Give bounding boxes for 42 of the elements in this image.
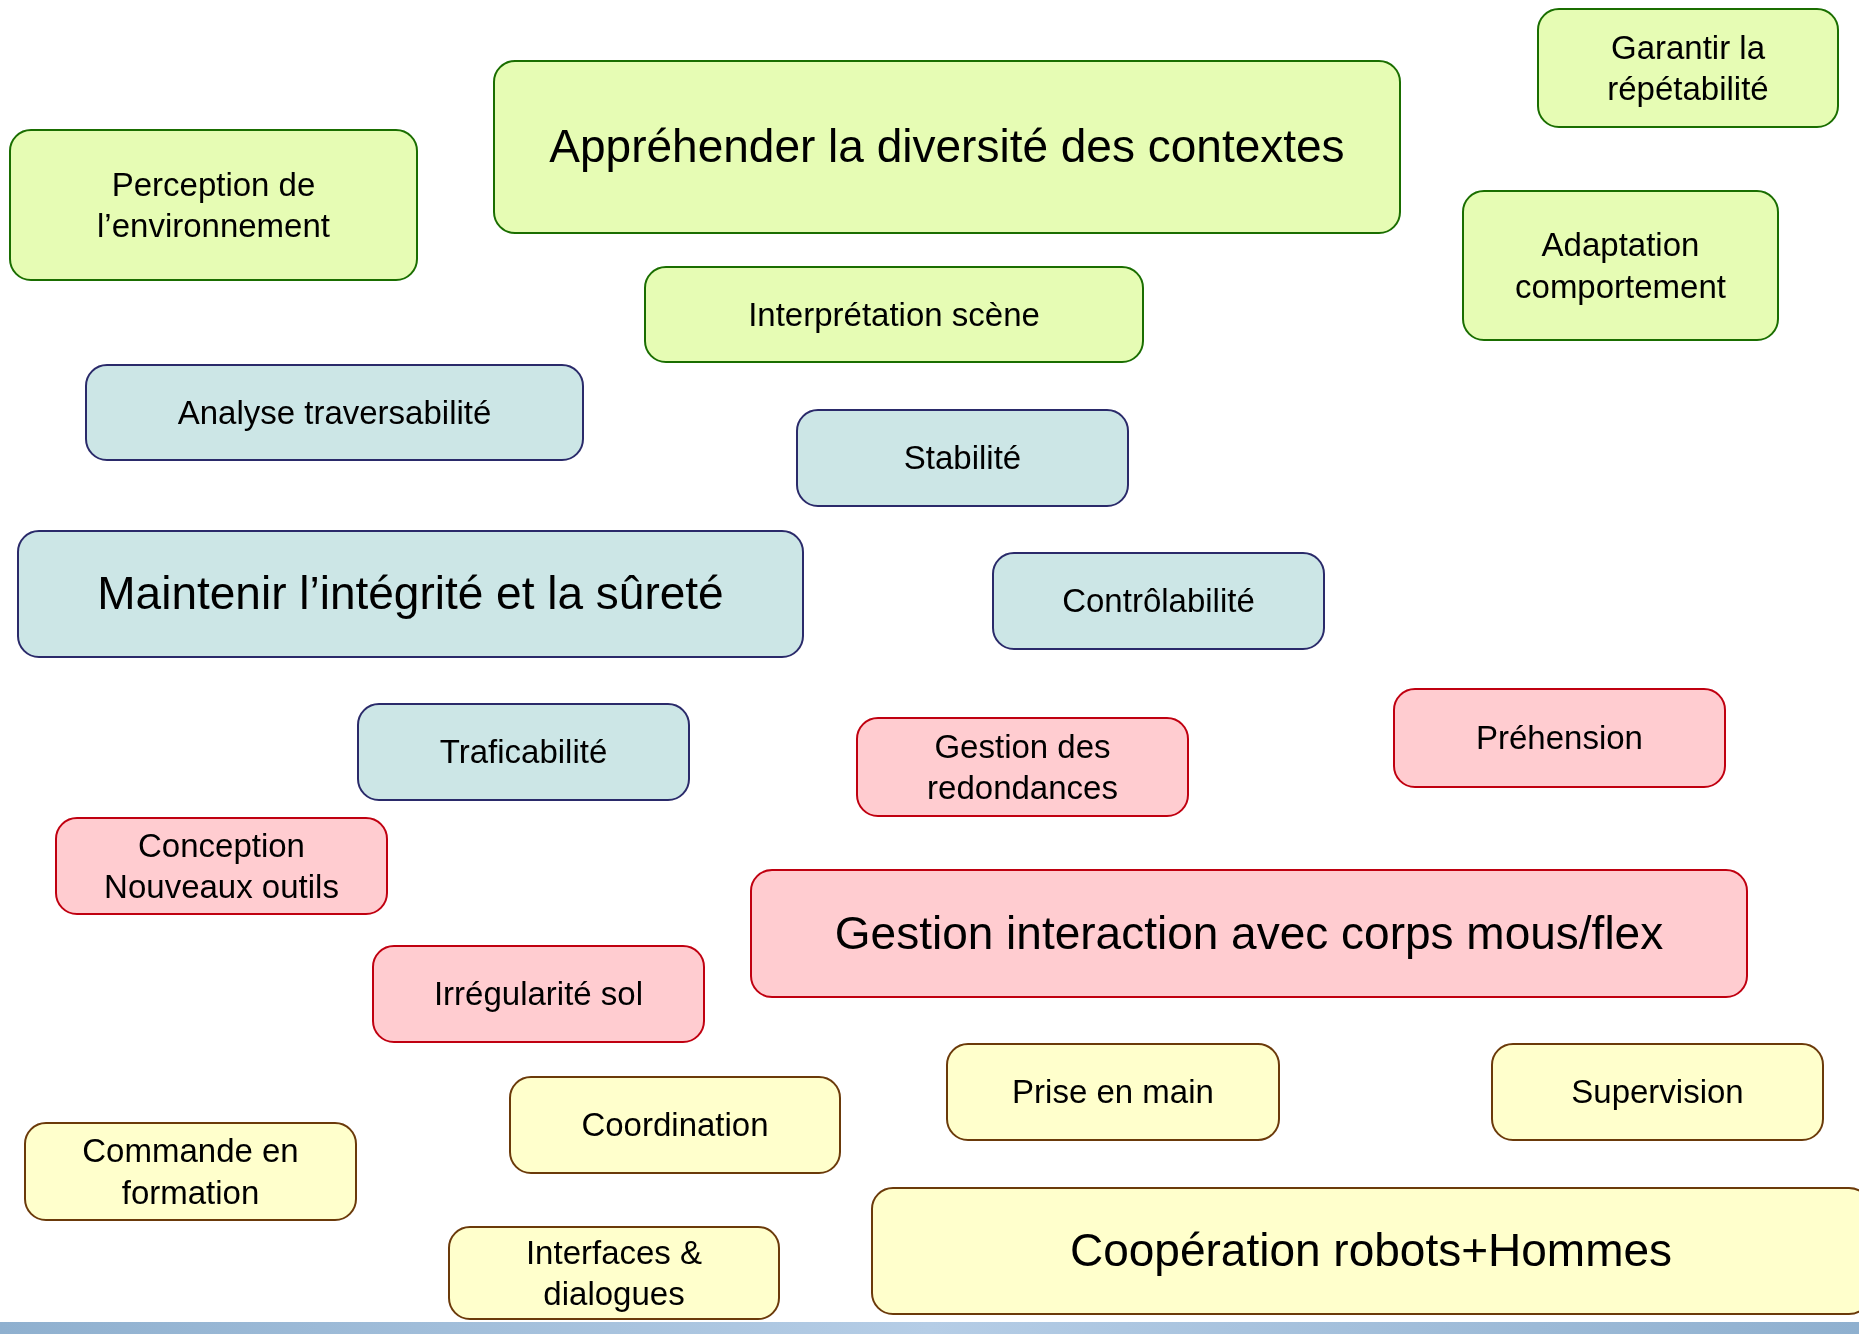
box-text: Coordination [581, 1105, 769, 1146]
box-text: Irrégularité sol [433, 974, 644, 1015]
box-text: Perception de l’environnement [96, 164, 331, 246]
box-text: Coopération robots+Hommes [1069, 1223, 1673, 1279]
rounded-box [17, 530, 804, 658]
box-text: Interfaces & dialogues [524, 1232, 704, 1314]
box-text: Analyse traversabilité [177, 392, 492, 433]
box-text: Contrôlabilité [1062, 581, 1255, 622]
rounded-box [1462, 190, 1779, 341]
rounded-box [1393, 688, 1726, 788]
rounded-box [871, 1187, 1859, 1315]
rounded-box [509, 1076, 841, 1174]
box-text: Commande en formation [81, 1131, 300, 1213]
rounded-box [357, 703, 690, 801]
rounded-box [372, 945, 705, 1043]
rounded-box [750, 869, 1748, 998]
rounded-box [1537, 8, 1839, 128]
rounded-box [448, 1226, 780, 1320]
box-text: Appréhender la diversité des contextes [549, 119, 1345, 175]
box-text: Maintenir l’intégrité et la sûreté [97, 566, 724, 622]
rounded-box [9, 129, 418, 281]
rounded-box [24, 1122, 357, 1221]
box-text: Stabilité [903, 438, 1022, 479]
rounded-box [992, 552, 1325, 650]
rounded-box [644, 266, 1144, 363]
rounded-box [1491, 1043, 1824, 1141]
box-text: Préhension [1476, 718, 1643, 759]
rounded-box [85, 364, 584, 461]
rounded-box [856, 717, 1189, 817]
box-text: Conception Nouveaux outils [103, 825, 340, 907]
rounded-box [796, 409, 1129, 507]
rounded-box [946, 1043, 1280, 1141]
box-text: Gestion des redondances [926, 726, 1119, 808]
rounded-box [493, 60, 1401, 234]
box-text: Gestion interaction avec corps mous/flex [834, 905, 1664, 961]
box-text: Traficabilité [439, 732, 608, 773]
box-text: Prise en main [1012, 1072, 1214, 1113]
box-text: Interprétation scène [748, 294, 1040, 335]
box-text: Supervision [1571, 1072, 1744, 1113]
box-text: Adaptation comportement [1514, 225, 1727, 307]
box-text: Garantir la répétabilité [1606, 27, 1770, 109]
rounded-box [55, 817, 388, 915]
